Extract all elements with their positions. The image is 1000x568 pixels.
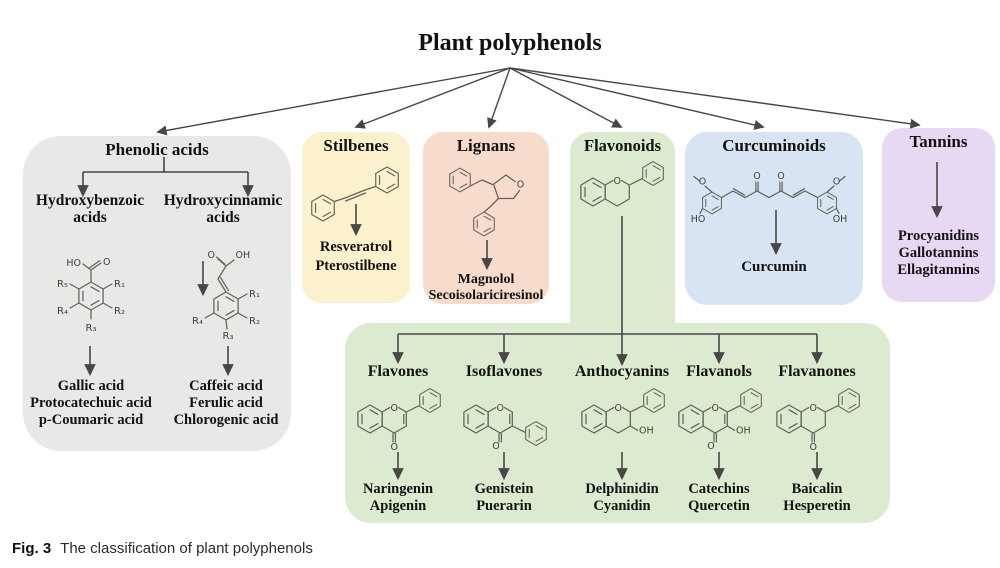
r1-label: R₁ [249, 289, 260, 300]
atom-label: OH [833, 214, 848, 225]
isoflavones-example: Puerarin [476, 498, 532, 514]
caption-text: The classification of plant polyphenols [60, 540, 313, 557]
atom-label: O [517, 180, 524, 191]
atom-label: O [699, 177, 706, 188]
phenolic-example: Ferulic acid [189, 395, 263, 411]
caption-label: Fig. 3 [12, 540, 52, 557]
flavonoids-title: Flavonoids [583, 136, 662, 155]
atom-label: O [208, 250, 215, 261]
r3-label: R₃ [223, 331, 234, 342]
atom-label: O [809, 403, 816, 414]
atom-label: OH [639, 426, 654, 437]
isoflavone-structure: O O [456, 403, 547, 452]
flavanols-title: Flavanols [686, 363, 752, 380]
phenolic-example: Caffeic acid [189, 378, 263, 394]
tannins-box: Tannins Procyanidins Gallotannins Ellagi… [882, 128, 995, 302]
flavanol-structure: O OH O [671, 388, 762, 452]
hydroxybenzoic-acids-title: Hydroxybenzoic acids [35, 192, 145, 226]
anthocyanins-title: Anthocyanins [574, 363, 670, 380]
atom-label: O [390, 403, 397, 414]
anthocyanins-example: Cyanidin [593, 498, 651, 514]
tannins-example: Procyanidins [897, 228, 980, 244]
flavonoids-box: Flavonoids O [570, 132, 675, 330]
r1-label: R₁ [114, 279, 125, 290]
r5-label: R₅ [57, 279, 68, 290]
curcuminoids-box: Curcuminoids O HO O O O OH Curcumin [685, 132, 863, 305]
atom-label: HO [691, 214, 706, 225]
title-fan-arrows [156, 67, 921, 136]
atom-label: O [833, 177, 840, 188]
stilbenes-example: Resveratrol [319, 239, 393, 255]
phenolic-acids-box: Phenolic acids Hydroxybenzoic acids Hydr… [23, 136, 291, 451]
lignan-structure: O [449, 167, 524, 237]
atom-label: O [809, 442, 816, 453]
phenolic-example: Gallic acid [57, 378, 125, 394]
r4-label: R₄ [57, 306, 68, 317]
flavonoid-subclasses-panel: Flavones O O Naringenin Apigenin Isoflav… [345, 323, 890, 523]
atom-label: O [613, 176, 620, 187]
flavonoid-structure: O [580, 161, 664, 207]
isoflavones-example: Genistein [474, 481, 534, 497]
flavanones-example: Baicalin [791, 481, 843, 497]
tannins-example: Gallotannins [898, 245, 979, 261]
figure-title: Plant polyphenols [418, 30, 602, 56]
hydroxycinnamic-structure: O OH R₁ R₂ R₃ R₄ [192, 250, 260, 342]
atom-label: O [496, 403, 503, 414]
phenolic-acids-title: Phenolic acids [105, 140, 209, 159]
flavanones-example: Hesperetin [783, 498, 851, 514]
flavanones-title: Flavanones [778, 363, 856, 380]
flavones-title: Flavones [367, 363, 429, 380]
stilbenes-example: Pterostilbene [315, 258, 397, 274]
flavones-example: Apigenin [369, 498, 427, 514]
r4-label: R₄ [192, 316, 203, 327]
phenolic-example: Chlorogenic acid [173, 412, 279, 428]
atom-label: O [103, 257, 110, 268]
stilbenes-box: Stilbenes Resveratrol Pterostilbene [302, 132, 410, 303]
atom-label: O [390, 442, 397, 453]
flavone-structure: O O [350, 388, 441, 453]
atom-label: O [753, 171, 760, 182]
lignans-example: Magnolol [457, 272, 515, 287]
lignans-box: Lignans O Magnolol Secoisolariciresinol [423, 132, 549, 304]
atom-label: O [614, 403, 621, 414]
anthocyanins-example: Delphinidin [585, 481, 659, 497]
flavanols-example: Catechins [688, 481, 750, 497]
atom-label: HO [66, 258, 81, 269]
atom-label: O [492, 441, 499, 452]
flavanols-example: Quercetin [688, 498, 750, 514]
flavones-example: Naringenin [362, 481, 434, 497]
r2-label: R₂ [114, 306, 125, 317]
stilbene-structure [311, 166, 399, 222]
phenolic-example: Protocatechuic acid [30, 395, 152, 411]
lignans-example: Secoisolariciresinol [428, 288, 544, 303]
tannins-example: Ellagitannins [897, 262, 980, 278]
r2-label: R₂ [249, 316, 260, 327]
atom-label: OH [236, 250, 251, 261]
curcuminoids-example: Curcumin [741, 259, 807, 275]
flavanone-structure: O O [769, 388, 860, 453]
atom-label: O [777, 171, 784, 182]
isoflavones-title: Isoflavones [465, 363, 543, 380]
curcuminoids-title: Curcuminoids [722, 136, 826, 155]
anthocyanin-structure: O OH [574, 388, 665, 437]
atom-label: O [711, 403, 718, 414]
stilbenes-title: Stilbenes [323, 136, 389, 155]
phenolic-example: p-Coumaric acid [38, 412, 144, 428]
curcumin-structure: O HO O O O OH [691, 171, 848, 225]
atom-label: O [707, 441, 714, 452]
figure-caption: Fig. 3 The classification of plant polyph… [12, 540, 313, 557]
lignans-title: Lignans [456, 136, 516, 155]
r3-label: R₃ [86, 323, 97, 334]
hydroxycinnamic-acids-title: Hydroxycinnamic acids [163, 192, 283, 226]
hydroxybenzoic-structure: HO O R₅ R₁ R₄ R₂ R₃ [57, 257, 125, 334]
tannins-title: Tannins [909, 132, 968, 151]
atom-label: OH [736, 426, 751, 437]
